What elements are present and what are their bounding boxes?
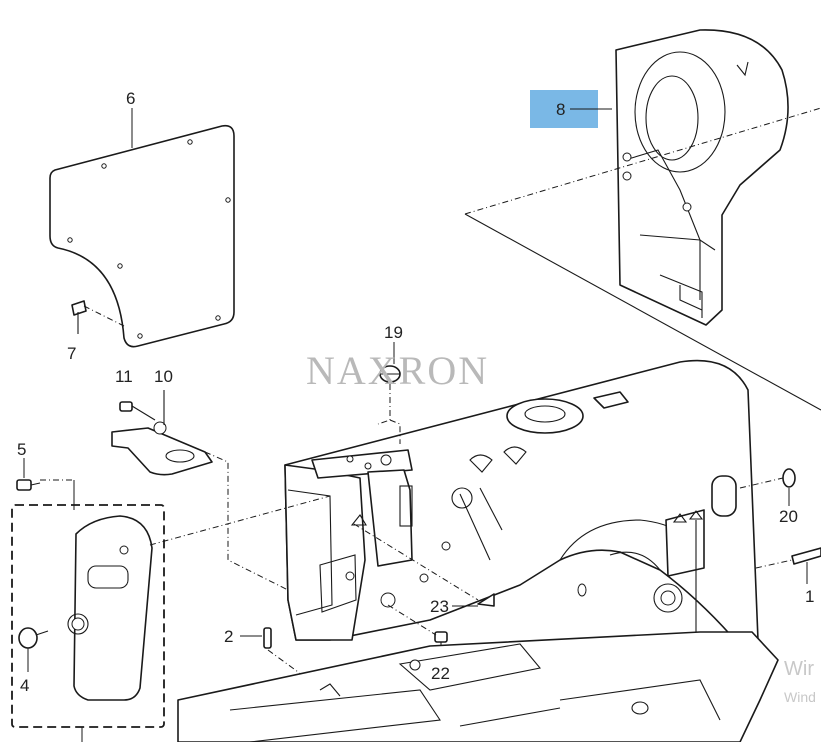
- callout-19[interactable]: 19: [384, 323, 403, 342]
- assembly-line-10: [204, 451, 289, 591]
- part-6-side-cover-plate[interactable]: [49, 124, 235, 348]
- part-8-arm-cover[interactable]: [615, 29, 789, 326]
- callout-5[interactable]: 5: [17, 440, 26, 459]
- part-20-washer[interactable]: [782, 468, 796, 488]
- assembly-line-7: [83, 305, 125, 327]
- activation-title: Wir: [784, 658, 814, 680]
- part-2-pin[interactable]: [263, 627, 272, 649]
- part-10-bracket[interactable]: [111, 390, 213, 476]
- callout-11[interactable]: 11: [115, 367, 133, 386]
- part-11-screw[interactable]: [119, 401, 156, 421]
- callout-2[interactable]: 2: [224, 627, 233, 646]
- machine-bed[interactable]: [177, 631, 779, 743]
- machine-face-head[interactable]: [284, 449, 473, 641]
- callout-6[interactable]: 6: [126, 89, 135, 108]
- activation-subtitle: Wind: [784, 689, 816, 705]
- assembly-line-23: [353, 523, 479, 601]
- face-plate-cover[interactable]: [67, 515, 153, 701]
- assembly-line-22: [387, 604, 437, 636]
- part-1-shaft[interactable]: [791, 547, 821, 565]
- callout-4[interactable]: 4: [20, 676, 29, 695]
- watermark-text: NAXRON: [306, 348, 489, 393]
- part-7-screw[interactable]: [71, 300, 87, 334]
- part-4-cap[interactable]: [18, 627, 49, 649]
- assembly-line-20: [739, 477, 784, 489]
- assembly-line-face: [149, 495, 331, 546]
- machine-arm-body[interactable]: [284, 359, 759, 641]
- callout-10[interactable]: 10: [154, 367, 173, 386]
- assembly-line-1: [755, 559, 793, 569]
- assembly-line-8: [464, 107, 821, 215]
- callout-8[interactable]: 8: [556, 100, 565, 119]
- part-23-warning-label[interactable]: [477, 593, 495, 607]
- face-cover-kit-box: [11, 504, 165, 728]
- callout-22[interactable]: 22: [431, 664, 450, 683]
- callout-23[interactable]: 23: [430, 597, 449, 616]
- part-19-plug[interactable]: [379, 365, 401, 383]
- table-edge-line: [464, 213, 821, 411]
- callout-1[interactable]: 1: [805, 587, 814, 606]
- callout-20[interactable]: 20: [779, 507, 798, 526]
- part-5-screw[interactable]: [16, 479, 41, 491]
- assembly-line-19: [377, 384, 401, 444]
- callout-7[interactable]: 7: [67, 344, 76, 363]
